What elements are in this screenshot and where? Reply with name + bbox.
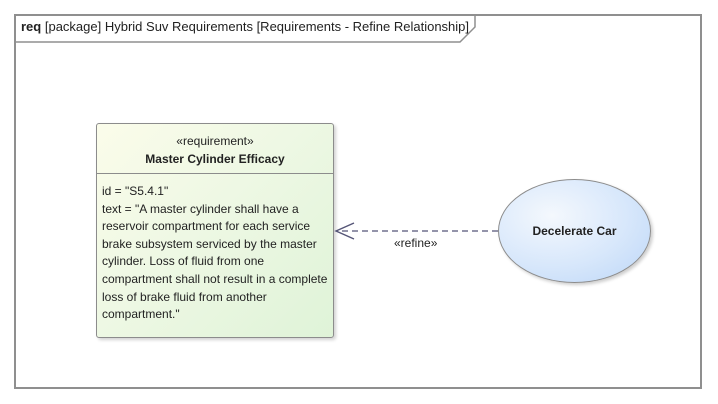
requirement-text-line: loss of brake fluid from another — [102, 289, 267, 304]
requirement-header: «requirement» Master Cylinder Efficacy — [97, 124, 333, 174]
requirement-body: id = "S5.4.1" text = "A master cylinder … — [97, 174, 333, 324]
usecase-decelerate-car[interactable]: Decelerate Car — [498, 179, 651, 283]
requirement-text-line: compartment." — [102, 307, 180, 322]
requirement-text-line: reservoir compartment for each service — [102, 219, 311, 234]
requirement-text-line: text = "A master cylinder shall have a — [102, 201, 299, 216]
frame-title-text: [package] Hybrid Suv Requirements [Requi… — [44, 19, 470, 34]
requirement-text-line: compartment shall not result in a comple… — [102, 271, 328, 286]
refine-label: «refine» — [394, 236, 438, 250]
requirement-stereotype: «requirement» — [176, 134, 254, 148]
requirement-text-line: cylinder. Loss of fluid from one — [102, 254, 265, 269]
requirement-name: Master Cylinder Efficacy — [145, 152, 285, 166]
frame-name-tab — [14, 14, 476, 43]
frame-title: req [package] Hybrid Suv Requirements [R… — [21, 19, 469, 34]
requirement-text-line: brake subsystem serviced by the master — [102, 236, 317, 251]
usecase-name: Decelerate Car — [532, 224, 617, 238]
requirement-master-cylinder-efficacy[interactable]: «requirement» Master Cylinder Efficacy i… — [96, 123, 334, 338]
requirement-id: id = "S5.4.1" — [102, 184, 169, 198]
frame-keyword: req — [21, 19, 42, 34]
